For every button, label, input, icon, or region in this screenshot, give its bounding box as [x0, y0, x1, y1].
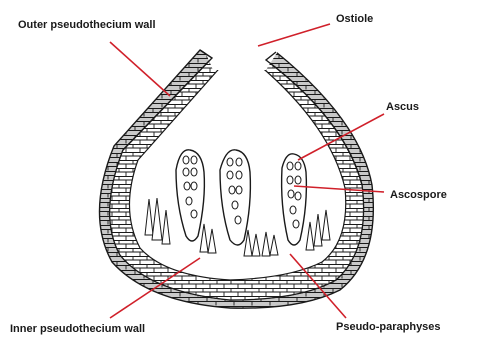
label-ascospore: Ascospore — [390, 189, 447, 201]
label-inner-wall: Inner pseudothecium wall — [10, 323, 145, 335]
label-outer-wall: Outer pseudothecium wall — [18, 19, 156, 31]
label-ostiole: Ostiole — [336, 13, 373, 25]
label-ascus: Ascus — [386, 101, 419, 113]
label-paraphyses: Pseudo-paraphyses — [336, 321, 441, 333]
leader-outer-wall — [110, 42, 170, 96]
leader-ostiole — [258, 24, 330, 46]
